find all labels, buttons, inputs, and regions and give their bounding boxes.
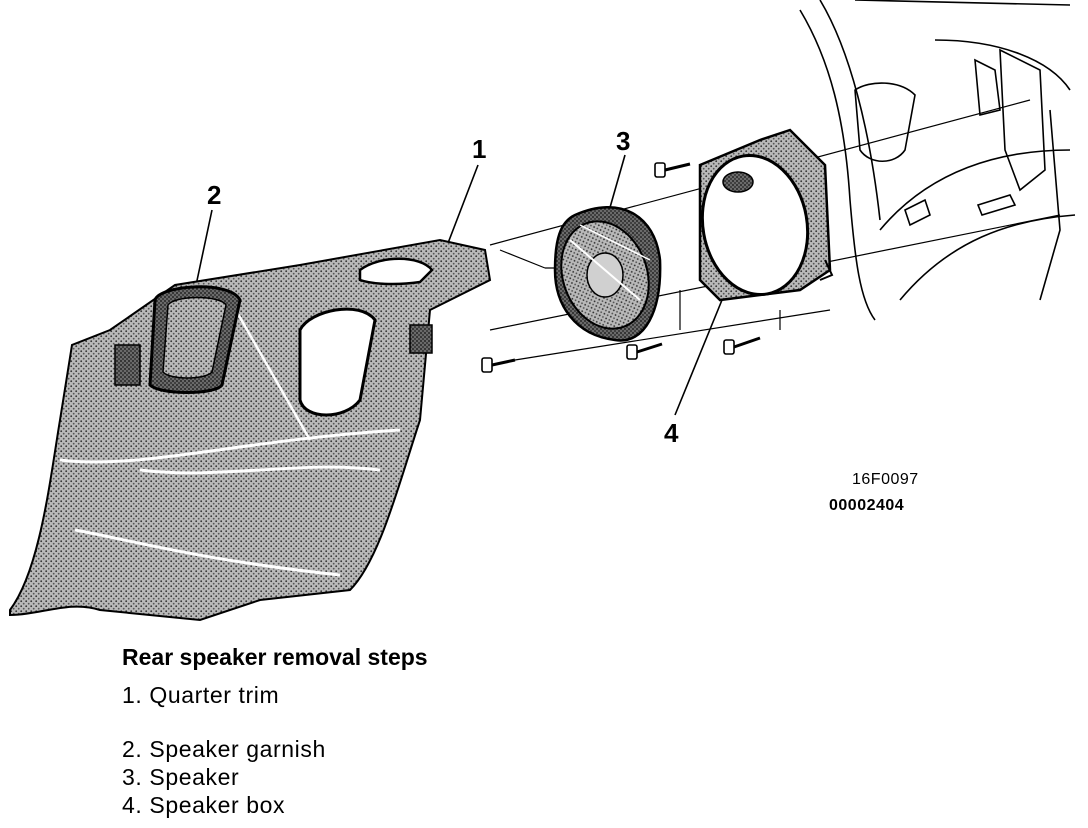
legend-item-quarter-trim: 1. Quarter trim [122,682,280,708]
callout-3: 3 [616,126,631,156]
screw-upper [654,162,691,178]
figure-code-secondary: 00002404 [829,497,905,514]
car-body-outline [799,0,1076,321]
figure-code-primary: 16F0097 [852,471,919,488]
legend-item-speaker: 3. Speaker [122,764,240,790]
callout-2: 2 [207,180,222,210]
speaker [553,206,662,342]
quarter-trim-panel [9,238,492,622]
callout-4: 4 [664,418,679,448]
screw-middle [626,342,663,360]
legend-item-speaker-box: 4. Speaker box [122,792,286,818]
legend-spacer [122,709,428,735]
speaker-garnish [148,285,242,394]
exploded-diagram [9,0,1076,622]
removal-steps-legend: Rear speaker removal steps 1. Quarter tr… [122,644,428,819]
legend-title: Rear speaker removal steps [122,644,428,670]
screw-right [723,336,761,355]
legend-item-speaker-garnish: 2. Speaker garnish [122,736,326,762]
callout-1: 1 [472,134,487,164]
speaker-box [698,128,834,302]
screw-left [481,357,516,373]
